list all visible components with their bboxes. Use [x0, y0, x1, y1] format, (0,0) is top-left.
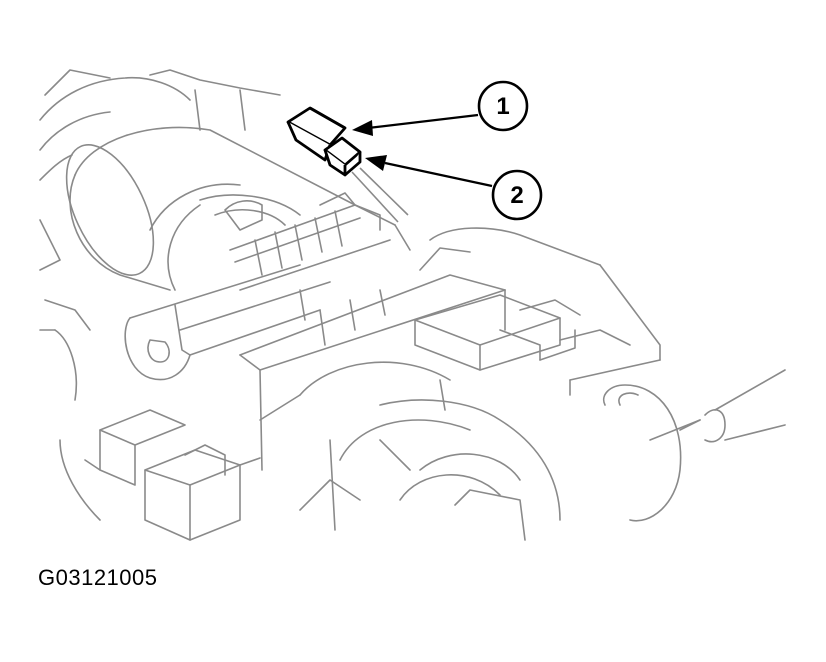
callout-2-circle: [491, 169, 543, 221]
callout-2-label: 2: [510, 182, 523, 209]
assembly-linework: [39, 69, 786, 541]
callout-1: 1: [352, 80, 529, 136]
callout-1-label: 1: [496, 93, 509, 120]
technical-illustration: 1 2: [39, 69, 786, 541]
callout-2-leader: [384, 161, 493, 188]
callout-1-arrowhead: [352, 120, 373, 136]
callout-1-leader: [367, 113, 479, 130]
figure-code: G03121005: [38, 565, 158, 590]
sensor-component: [286, 106, 409, 223]
callout-2-arrowhead: [365, 155, 387, 171]
callout-1-circle: [477, 80, 529, 132]
callout-2: 2: [365, 155, 543, 221]
